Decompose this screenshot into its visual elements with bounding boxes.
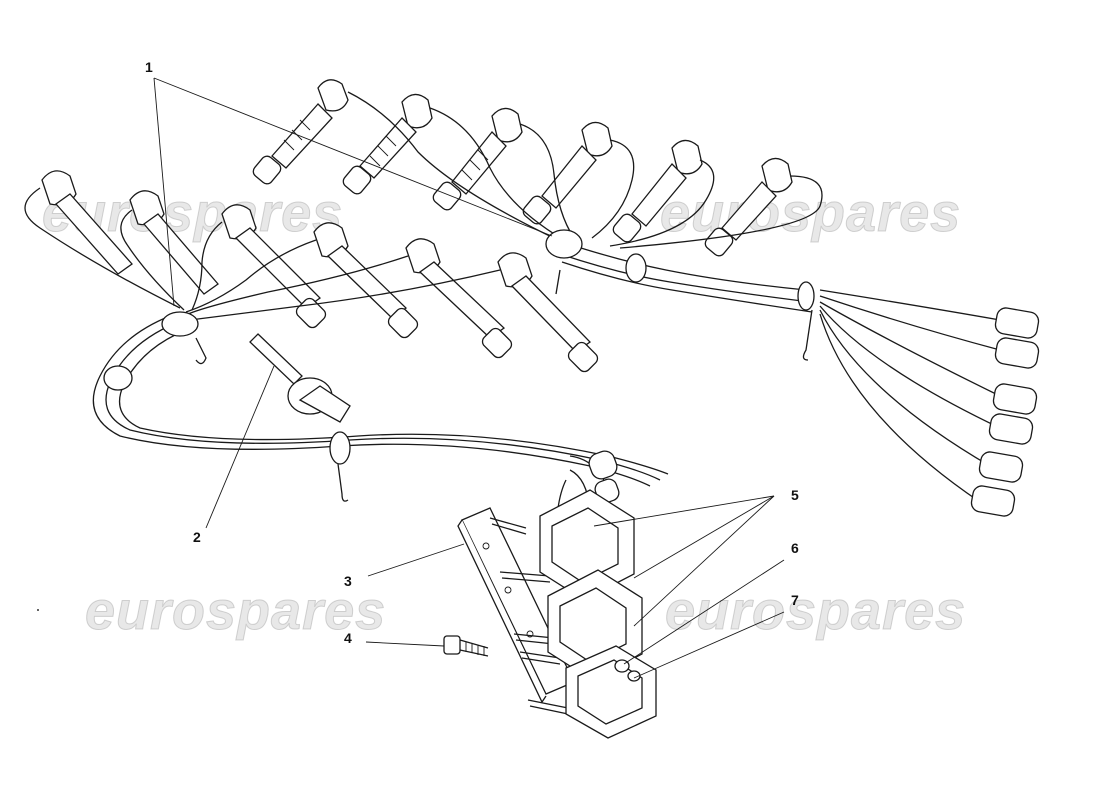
grommet xyxy=(545,229,583,259)
spark-plug-cap xyxy=(405,238,513,359)
spark-plug-cap xyxy=(522,121,613,225)
bolt xyxy=(443,635,489,657)
spark-plug xyxy=(249,333,351,423)
spark-plug-cap xyxy=(497,252,599,373)
watermark-bottom-left: eurospares xyxy=(84,581,387,642)
lower-coil-caps xyxy=(24,170,599,373)
terminal-boot xyxy=(994,307,1040,339)
upper-coil-caps xyxy=(252,79,823,257)
callout-7: 7 xyxy=(791,592,799,608)
coil-connector-leads xyxy=(819,289,1040,517)
callout-3: 3 xyxy=(344,573,352,589)
terminal-boot xyxy=(978,451,1024,483)
terminal-boot xyxy=(988,413,1034,445)
grommet xyxy=(161,311,199,337)
spark-plug-cap xyxy=(704,157,793,257)
spark-plug-cap xyxy=(342,93,433,195)
callout-1: 1 xyxy=(145,59,153,75)
spark-plug-cap xyxy=(129,190,219,295)
grommet xyxy=(103,365,133,391)
terminal-boot xyxy=(970,485,1016,517)
spark-plug-cap xyxy=(252,79,349,185)
terminal-boot xyxy=(992,383,1038,415)
mounting-bracket xyxy=(457,507,575,715)
spark-plug-cap xyxy=(41,170,133,275)
stray-mark xyxy=(37,609,39,611)
callout-5: 5 xyxy=(791,487,799,503)
terminal-boot xyxy=(994,337,1040,369)
spark-plug-cap xyxy=(612,139,703,243)
callout-6: 6 xyxy=(791,540,799,556)
callout-4: 4 xyxy=(344,630,352,646)
spark-plug-cap xyxy=(313,222,419,339)
grommet xyxy=(797,281,815,311)
leader-lines xyxy=(153,77,785,679)
spark-plug-cap xyxy=(221,204,327,329)
grommet xyxy=(329,431,351,465)
watermark-bottom-right: eurospares xyxy=(664,581,967,642)
callout-2: 2 xyxy=(193,529,201,545)
grommet xyxy=(625,253,647,283)
ignition-coil-stack xyxy=(539,489,657,739)
harness-loom xyxy=(92,229,815,502)
spark-plug-cap xyxy=(432,107,523,211)
coil-pack-leads xyxy=(555,450,620,541)
